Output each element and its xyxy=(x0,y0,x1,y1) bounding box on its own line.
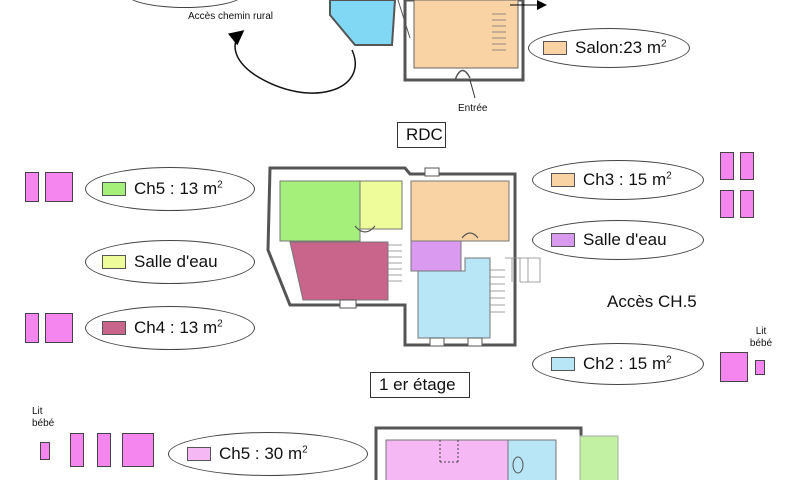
ch5-attic-room xyxy=(385,439,509,480)
second-floor-plan xyxy=(374,426,619,480)
salle-eau-left-label: Salle d'eau xyxy=(134,252,218,271)
ch2-swatch xyxy=(551,357,575,371)
single-bed-icon xyxy=(740,190,754,218)
ch3-room xyxy=(410,180,510,242)
ch5-legend: Ch5 : 13 m2 xyxy=(85,167,255,211)
ch5-attic-legend: Ch5 : 30 m2 xyxy=(168,432,368,476)
single-bed-icon xyxy=(720,152,734,180)
salle-eau-right-label: Salle d'eau xyxy=(583,230,667,249)
ch4-legend: Ch4 : 13 m2 xyxy=(85,306,255,350)
salon-legend: Salon:23 m2 xyxy=(528,28,690,68)
baby-bed-icon xyxy=(40,442,50,460)
attic-blue-room xyxy=(507,439,557,480)
rdc-outer-wall xyxy=(403,0,525,82)
ch5-room xyxy=(279,180,361,242)
ch2-legend: Ch2 : 15 m2 xyxy=(532,343,704,385)
double-bed-icon xyxy=(45,172,73,202)
entrance-door xyxy=(454,69,471,81)
ch3-swatch xyxy=(551,173,575,187)
ch5-legend-label: Ch5 : 13 m xyxy=(134,179,218,198)
salle-eau-right-room xyxy=(410,240,462,272)
ch4-legend-label: Ch4 : 13 m xyxy=(134,318,218,337)
salon-legend-label: Salon:23 m xyxy=(575,38,661,57)
rural-access-arrow xyxy=(227,30,356,94)
salle-eau-right-legend: Salle d'eau xyxy=(532,220,704,260)
rdc-level-label: RDC xyxy=(397,122,446,148)
single-bed-icon xyxy=(720,190,734,218)
single-bed-icon xyxy=(25,313,39,343)
rdc-stairs xyxy=(492,13,506,51)
double-bed-icon xyxy=(45,313,73,343)
ch2-legend-label: Ch2 : 15 m xyxy=(583,354,667,373)
access-ch5-label: Accès CH.5 xyxy=(607,292,697,311)
lit-bebe-label-right: Lit bébé xyxy=(749,326,773,349)
rural-access-label: Accès chemin rural xyxy=(188,11,274,22)
ch4-swatch xyxy=(102,321,126,335)
salon-room xyxy=(413,0,519,69)
double-bed-icon xyxy=(720,352,748,382)
double-bed-icon xyxy=(122,433,154,467)
salle-eau-left-legend: Salle d'eau xyxy=(85,240,255,284)
single-bed-icon xyxy=(740,152,754,180)
salon-swatch xyxy=(543,41,567,55)
rdc-blue-room xyxy=(329,0,397,46)
first-floor-level-label: 1 er étage xyxy=(370,372,470,398)
salle-eau-left-room xyxy=(359,180,403,230)
salle-eau-left-swatch xyxy=(102,255,126,269)
single-bed-icon xyxy=(25,172,39,202)
ch3-legend-label: Ch3 : 15 m xyxy=(583,170,667,189)
first-floor-stairs xyxy=(388,244,541,313)
single-bed-icon xyxy=(97,433,111,467)
entrance-label: Entrée xyxy=(458,103,488,114)
lit-bebe-label-left: Lit bébé xyxy=(32,406,55,429)
rdc-plan xyxy=(227,0,547,99)
first-floor-plan xyxy=(266,166,541,347)
ch3-legend: Ch3 : 15 m2 xyxy=(532,160,704,200)
ch2-room xyxy=(417,257,491,339)
ch5-attic-swatch xyxy=(187,447,211,461)
ch5-swatch xyxy=(102,182,126,196)
salle-eau-right-swatch xyxy=(551,233,575,247)
ch4-room xyxy=(289,241,389,301)
baby-bed-icon xyxy=(755,360,765,375)
ch5-attic-legend-label: Ch5 : 30 m xyxy=(219,444,303,463)
single-bed-icon xyxy=(70,433,84,467)
attic-green-room xyxy=(579,435,619,480)
